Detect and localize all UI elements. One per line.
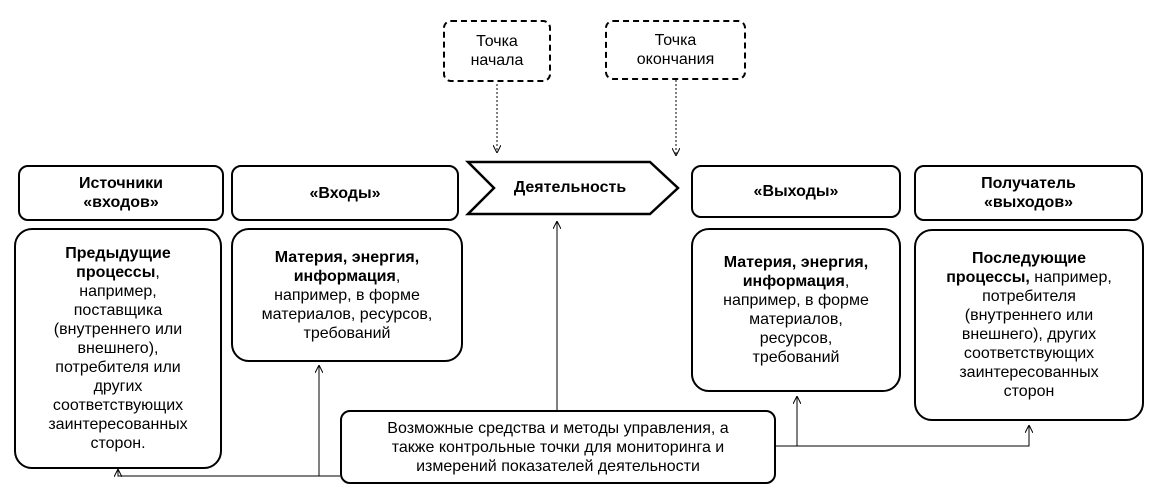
outputs-line: например, в форме <box>723 292 869 309</box>
end-point-box: Точка окончания <box>605 20 746 80</box>
sources-header: Источники «входов» <box>18 165 224 221</box>
receivers-line: соответствующих <box>963 345 1095 362</box>
sources-bold2: процессы <box>76 264 156 281</box>
sources-line: (внутреннего или <box>53 321 183 338</box>
sources-line: например, <box>79 283 157 300</box>
receivers-line: внешнего), других <box>961 326 1097 343</box>
control-to-outputs-line <box>776 397 797 447</box>
sources-box: Предыдущие процессы, например, поставщик… <box>14 228 222 469</box>
control-line: также контрольные точки для мониторинга … <box>391 438 725 456</box>
outputs-header-label: «Выходы» <box>753 183 839 200</box>
end-point-line1: Точка <box>654 32 697 49</box>
control-to-sources-line <box>118 470 340 476</box>
receivers-line: (внутреннего или <box>964 307 1094 324</box>
control-line: Возможные средства и методы управления, … <box>387 419 729 437</box>
inputs-bold1: Материя, энергия, <box>274 248 420 266</box>
receivers-line: сторон <box>1003 383 1055 400</box>
receivers-box: Последующие процессы, например, потребит… <box>914 229 1144 421</box>
sources-line: соответствующих <box>52 397 184 414</box>
receivers-rest2: например, <box>1029 269 1112 286</box>
sources-header-line1: Источники <box>78 175 164 192</box>
inputs-line: материалов, ресурсов, <box>261 305 433 323</box>
receivers-bold1: Последующие <box>972 250 1086 267</box>
activity-label: Деятельность <box>513 179 627 196</box>
start-point-line2: начала <box>470 52 524 69</box>
inputs-box: Материя, энергия, информация, например, … <box>231 228 463 362</box>
activity-arrow <box>464 160 680 216</box>
start-point-box: Точка начала <box>443 20 551 82</box>
receivers-header: Получатель «выходов» <box>914 165 1143 221</box>
outputs-header: «Выходы» <box>691 165 901 218</box>
sources-line: поставщика <box>73 302 163 319</box>
start-point-line1: Точка <box>476 33 518 50</box>
end-point-line2: окончания <box>636 51 715 68</box>
sources-line: заинтересованных <box>48 416 188 433</box>
inputs-rest2: , <box>395 267 401 285</box>
receivers-header-line1: Получатель <box>981 175 1076 192</box>
outputs-bold1: Материя, энергия, <box>723 254 869 271</box>
sources-header-line2: «входов» <box>83 194 159 211</box>
control-line: измерений показателей деятельности <box>416 457 700 475</box>
sources-line: внешнего), <box>77 340 159 357</box>
outputs-line: материалов, <box>749 311 843 328</box>
inputs-line: например, в форме <box>274 286 420 304</box>
sources-bold1: Предыдущие <box>65 245 171 262</box>
outputs-line: требований <box>752 349 840 366</box>
receivers-line: заинтересованных <box>959 364 1099 381</box>
receivers-bold2: процессы, <box>946 269 1030 286</box>
outputs-line: ресурсов, <box>759 330 833 347</box>
outputs-box: Материя, энергия, информация, например, … <box>691 228 901 392</box>
inputs-line: требований <box>303 324 391 342</box>
inputs-header: «Входы» <box>231 165 459 221</box>
control-box: Возможные средства и методы управления, … <box>340 410 776 484</box>
sources-line: потребителя или <box>55 359 181 376</box>
sources-line: сторон. <box>90 435 146 452</box>
outputs-rest2: , <box>844 273 850 290</box>
inputs-header-label: «Входы» <box>309 184 381 202</box>
control-to-inputs-line <box>319 366 340 477</box>
receivers-line: потребителя <box>982 288 1076 305</box>
sources-line: других <box>93 378 143 395</box>
outputs-bold2: информация <box>742 273 845 290</box>
inputs-bold2: информация <box>293 267 396 285</box>
receivers-header-line2: «выходов» <box>983 194 1074 211</box>
control-to-receivers-line <box>776 426 1029 447</box>
sources-rest1: , <box>155 264 160 281</box>
